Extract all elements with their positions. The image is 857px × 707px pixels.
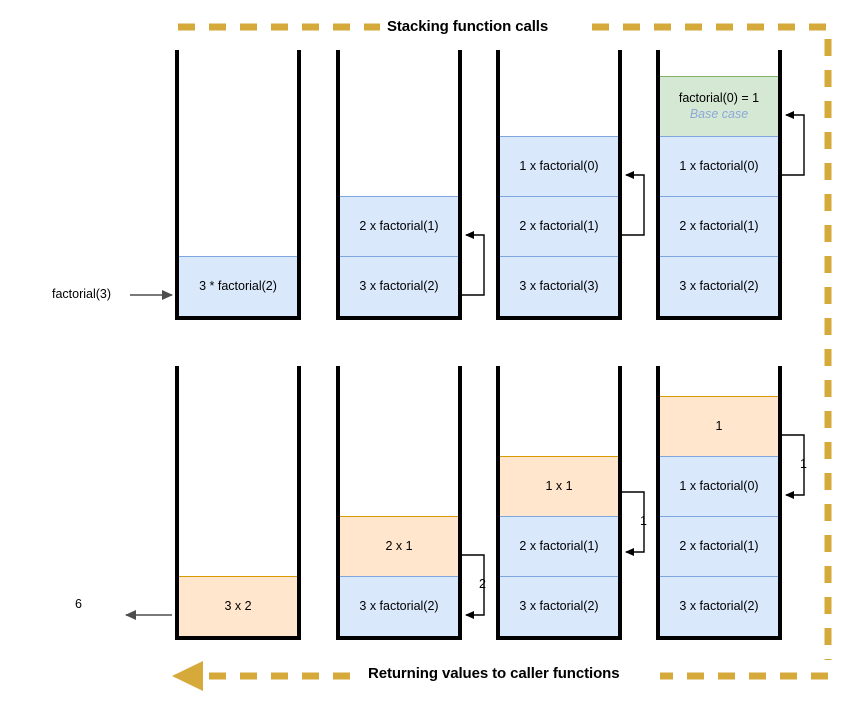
top-stack-1: 3 * factorial(2) (175, 50, 301, 320)
stack-frame-text: 2 x factorial(1) (519, 218, 599, 233)
top-stack-3: 1 x factorial(0) 2 x factorial(1) 3 x fact… (496, 50, 622, 320)
stack-frame-text: 1 x factorial(0) (519, 158, 599, 173)
bottom-stack-2: 2 x 1 3 x factorial(2) (336, 366, 462, 640)
stack-frame-text: 3 x factorial(2) (679, 598, 759, 613)
stack-frame: 2 x factorial(1) (500, 196, 618, 256)
stack-frame-text: 1 x factorial(0) (679, 158, 759, 173)
stack-frame: 1 x factorial(0) (660, 456, 778, 516)
stack-frame: 2 x factorial(1) (340, 196, 458, 256)
stack-frame-text: 2 x factorial(1) (679, 538, 759, 553)
stack-frame: 2 x factorial(1) (500, 516, 618, 576)
stack-frame: 1 x factorial(0) (660, 136, 778, 196)
top-stack-2: 2 x factorial(1) 3 x factorial(2) (336, 50, 462, 320)
stack-frame-text: 3 x factorial(2) (519, 598, 599, 613)
stack-frame-subtext: Base case (689, 106, 749, 121)
return-value-label-stack-3: 1 (640, 514, 647, 528)
stack-frame: 1 x 1 (500, 456, 618, 516)
bottom-stack-1: 3 x 2 (175, 366, 301, 640)
stack-frame-text: factorial(0) = 1 (678, 90, 760, 105)
stack-frame-text: 3 x factorial(2) (359, 598, 439, 613)
stack-frame: 3 x 2 (179, 576, 297, 636)
stack-frame: 2 x factorial(1) (660, 196, 778, 256)
stack-frame: 1 (660, 396, 778, 456)
stack-frame-text: 3 x factorial(2) (359, 278, 439, 293)
stack-frame: 3 x factorial(2) (340, 576, 458, 636)
stack-frame: 3 x factorial(3) (500, 256, 618, 316)
caption-stacking-function-calls: Stacking function calls (387, 18, 549, 35)
stack-frame: 3 x factorial(2) (340, 256, 458, 316)
stack-frame-text: 2 x factorial(1) (519, 538, 599, 553)
stack-frame: 2 x factorial(1) (660, 516, 778, 576)
return-value-label-stack-2: 2 (479, 577, 486, 591)
stack-frame-text: 3 x factorial(2) (679, 278, 759, 293)
stack-frame-text: 1 x factorial(0) (679, 478, 759, 493)
entry-call-label: factorial(3) (52, 287, 112, 301)
stack-frame-text: 3 x 2 (224, 598, 252, 613)
push-arrow-stack-4 (782, 111, 805, 176)
stack-frame: 3 x factorial(2) (500, 576, 618, 636)
stack-frame-text: 3 x factorial(3) (519, 278, 599, 293)
stack-frame: 3 * factorial(2) (179, 256, 297, 316)
stack-frame-text: 2 x factorial(1) (679, 218, 759, 233)
bottom-stack-4: 1 1 x factorial(0) 2 x factorial(1) 3 x fac… (656, 366, 782, 640)
final-result-label: 6 (75, 597, 82, 611)
push-arrow-stack-3 (622, 171, 645, 236)
stack-frame-text: 2 x factorial(1) (359, 218, 439, 233)
return-value-label-stack-4: 1 (800, 457, 807, 471)
caption-returning-values: Returning values to caller functions (368, 665, 620, 682)
stack-frame: 3 x factorial(2) (660, 256, 778, 316)
flow-arrowhead-left (172, 661, 203, 691)
stack-frame: 3 x factorial(2) (660, 576, 778, 636)
stack-frame: 1 x factorial(0) (500, 136, 618, 196)
stack-frame-text: 2 x 1 (385, 538, 413, 553)
bottom-stack-3: 1 x 1 2 x factorial(1) 3 x factorial(2) (496, 366, 622, 640)
push-arrow-stack-2 (462, 231, 485, 296)
stack-frame-text: 3 * factorial(2) (199, 278, 277, 293)
stack-frame-text: 1 (715, 418, 723, 433)
stack-frame: 2 x 1 (340, 516, 458, 576)
stack-frame-text: 1 x 1 (545, 478, 573, 493)
